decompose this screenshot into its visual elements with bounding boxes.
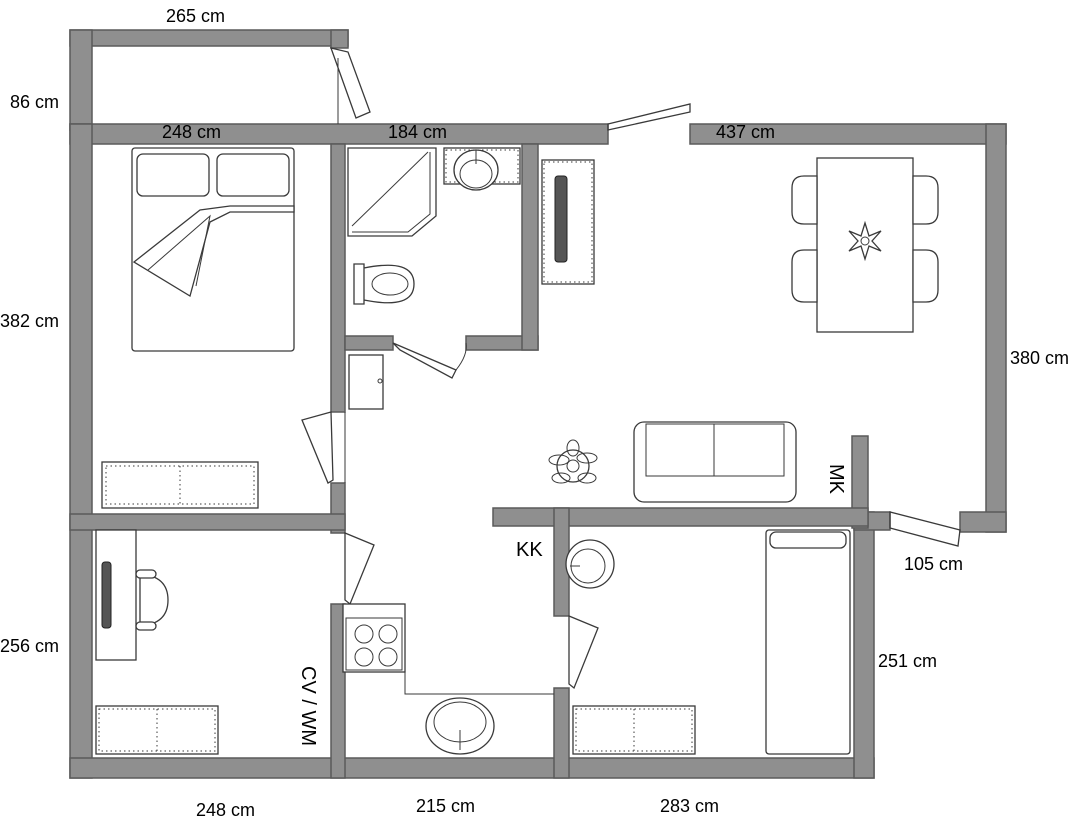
kk-wall-bottom (553, 687, 570, 779)
entry-right-stub (959, 511, 1007, 533)
office-chair-arm-top (135, 569, 157, 579)
dim-office-depth: 256 cm (0, 636, 59, 656)
dim-bathroom-width: 184 cm (388, 122, 447, 142)
kk-sink (565, 539, 615, 589)
outer-left-wall (69, 123, 93, 779)
tv (554, 175, 568, 263)
office-chair (139, 573, 169, 627)
doors (301, 47, 961, 690)
dim-balcony-width: 265 cm (166, 6, 225, 26)
office (95, 529, 219, 755)
bathroom-bottom-wall-left (344, 335, 394, 351)
office-right-wall (330, 603, 346, 779)
small-room-door[interactable] (568, 615, 599, 690)
shower-screen (351, 151, 429, 227)
chair-top-right (912, 175, 939, 225)
bathroom-door-swing (455, 342, 467, 371)
hallway-cabinet (348, 354, 384, 410)
plant-icon (548, 439, 598, 484)
top-wall-left (69, 123, 609, 145)
office-dresser (95, 705, 219, 755)
dim-bedroom-width: 248 cm (162, 122, 221, 142)
bedroom-dresser-drawers (105, 465, 255, 505)
small-room (572, 529, 851, 755)
bedroom-door[interactable] (301, 411, 334, 484)
outer-right-wall (985, 123, 1007, 533)
living-room (541, 157, 939, 503)
walls (69, 29, 1007, 779)
kitchen (342, 539, 615, 755)
right-lower-wall (853, 511, 875, 779)
toilet-seat (371, 272, 409, 296)
stove (342, 603, 406, 673)
bedroom-bottom-wall (69, 513, 346, 531)
dim-living-depth: 380 cm (1010, 348, 1069, 368)
small-room-dresser (572, 705, 696, 755)
bathroom (347, 147, 521, 305)
room-labels: MK KK CV / WM (297, 464, 847, 746)
stove-top (345, 617, 403, 671)
single-bed (765, 529, 851, 755)
office-chair-arm-bottom (135, 621, 157, 631)
double-bed (131, 147, 295, 352)
label-mk: MK (825, 464, 847, 495)
balcony-left-wall (69, 29, 93, 131)
dim-entry-width: 105 cm (904, 554, 963, 574)
sofa-seat-right (713, 423, 785, 477)
bed-blanket-fold (147, 214, 211, 287)
tv-cabinet-dots (543, 161, 593, 283)
balcony-right-wall (330, 29, 349, 49)
mk-wall (851, 435, 869, 529)
shower-edge (352, 152, 431, 233)
balcony-top-wall (69, 29, 349, 47)
dim-living-width: 437 cm (716, 122, 775, 142)
living-top-door[interactable] (607, 103, 691, 131)
label-kk: KK (516, 539, 543, 561)
office-door[interactable] (344, 532, 375, 606)
dim-small-room-depth: 251 cm (878, 651, 937, 671)
bottom-wall (69, 757, 875, 779)
burner-3 (354, 647, 374, 667)
dim-bottom-middle: 215 cm (416, 796, 475, 816)
burner-1 (354, 624, 374, 644)
monitor (101, 561, 112, 629)
bathroom-right-wall (521, 143, 539, 351)
tv-cabinet (541, 159, 595, 285)
toilet (353, 263, 415, 305)
bedroom (101, 147, 295, 509)
balcony-door[interactable] (329, 47, 371, 119)
chair-bottom-left (791, 249, 818, 303)
chair-bottom-right (912, 249, 939, 303)
sofa (633, 421, 797, 503)
pillow-left (136, 153, 210, 197)
dim-balcony-depth: 86 cm (10, 92, 59, 112)
label-cv-wm: CV / WM (297, 666, 319, 746)
kitchen-sink (425, 697, 495, 755)
single-bed-pillow (769, 531, 847, 549)
bathroom-door[interactable] (392, 342, 457, 379)
burner-2 (378, 624, 398, 644)
hallway-cabinet-knob (377, 378, 383, 384)
dim-bedroom-depth: 382 cm (0, 311, 59, 331)
dim-bottom-right: 283 cm (660, 796, 719, 816)
dim-bottom-left: 248 cm (196, 800, 255, 820)
living-bottom-wall (492, 507, 869, 527)
pillow-right (216, 153, 290, 197)
dimension-labels: 265 cm 86 cm 248 cm 184 cm 437 cm 382 cm… (0, 6, 1069, 820)
chair-top-left (791, 175, 818, 225)
burner-4 (378, 647, 398, 667)
shower (347, 147, 437, 237)
bedroom-right-wall-top (330, 143, 346, 413)
bed-blanket (132, 205, 295, 298)
entry-door[interactable] (889, 511, 961, 547)
table-centerpiece-icon (848, 220, 882, 262)
kitchen-counter-edge (404, 604, 554, 695)
